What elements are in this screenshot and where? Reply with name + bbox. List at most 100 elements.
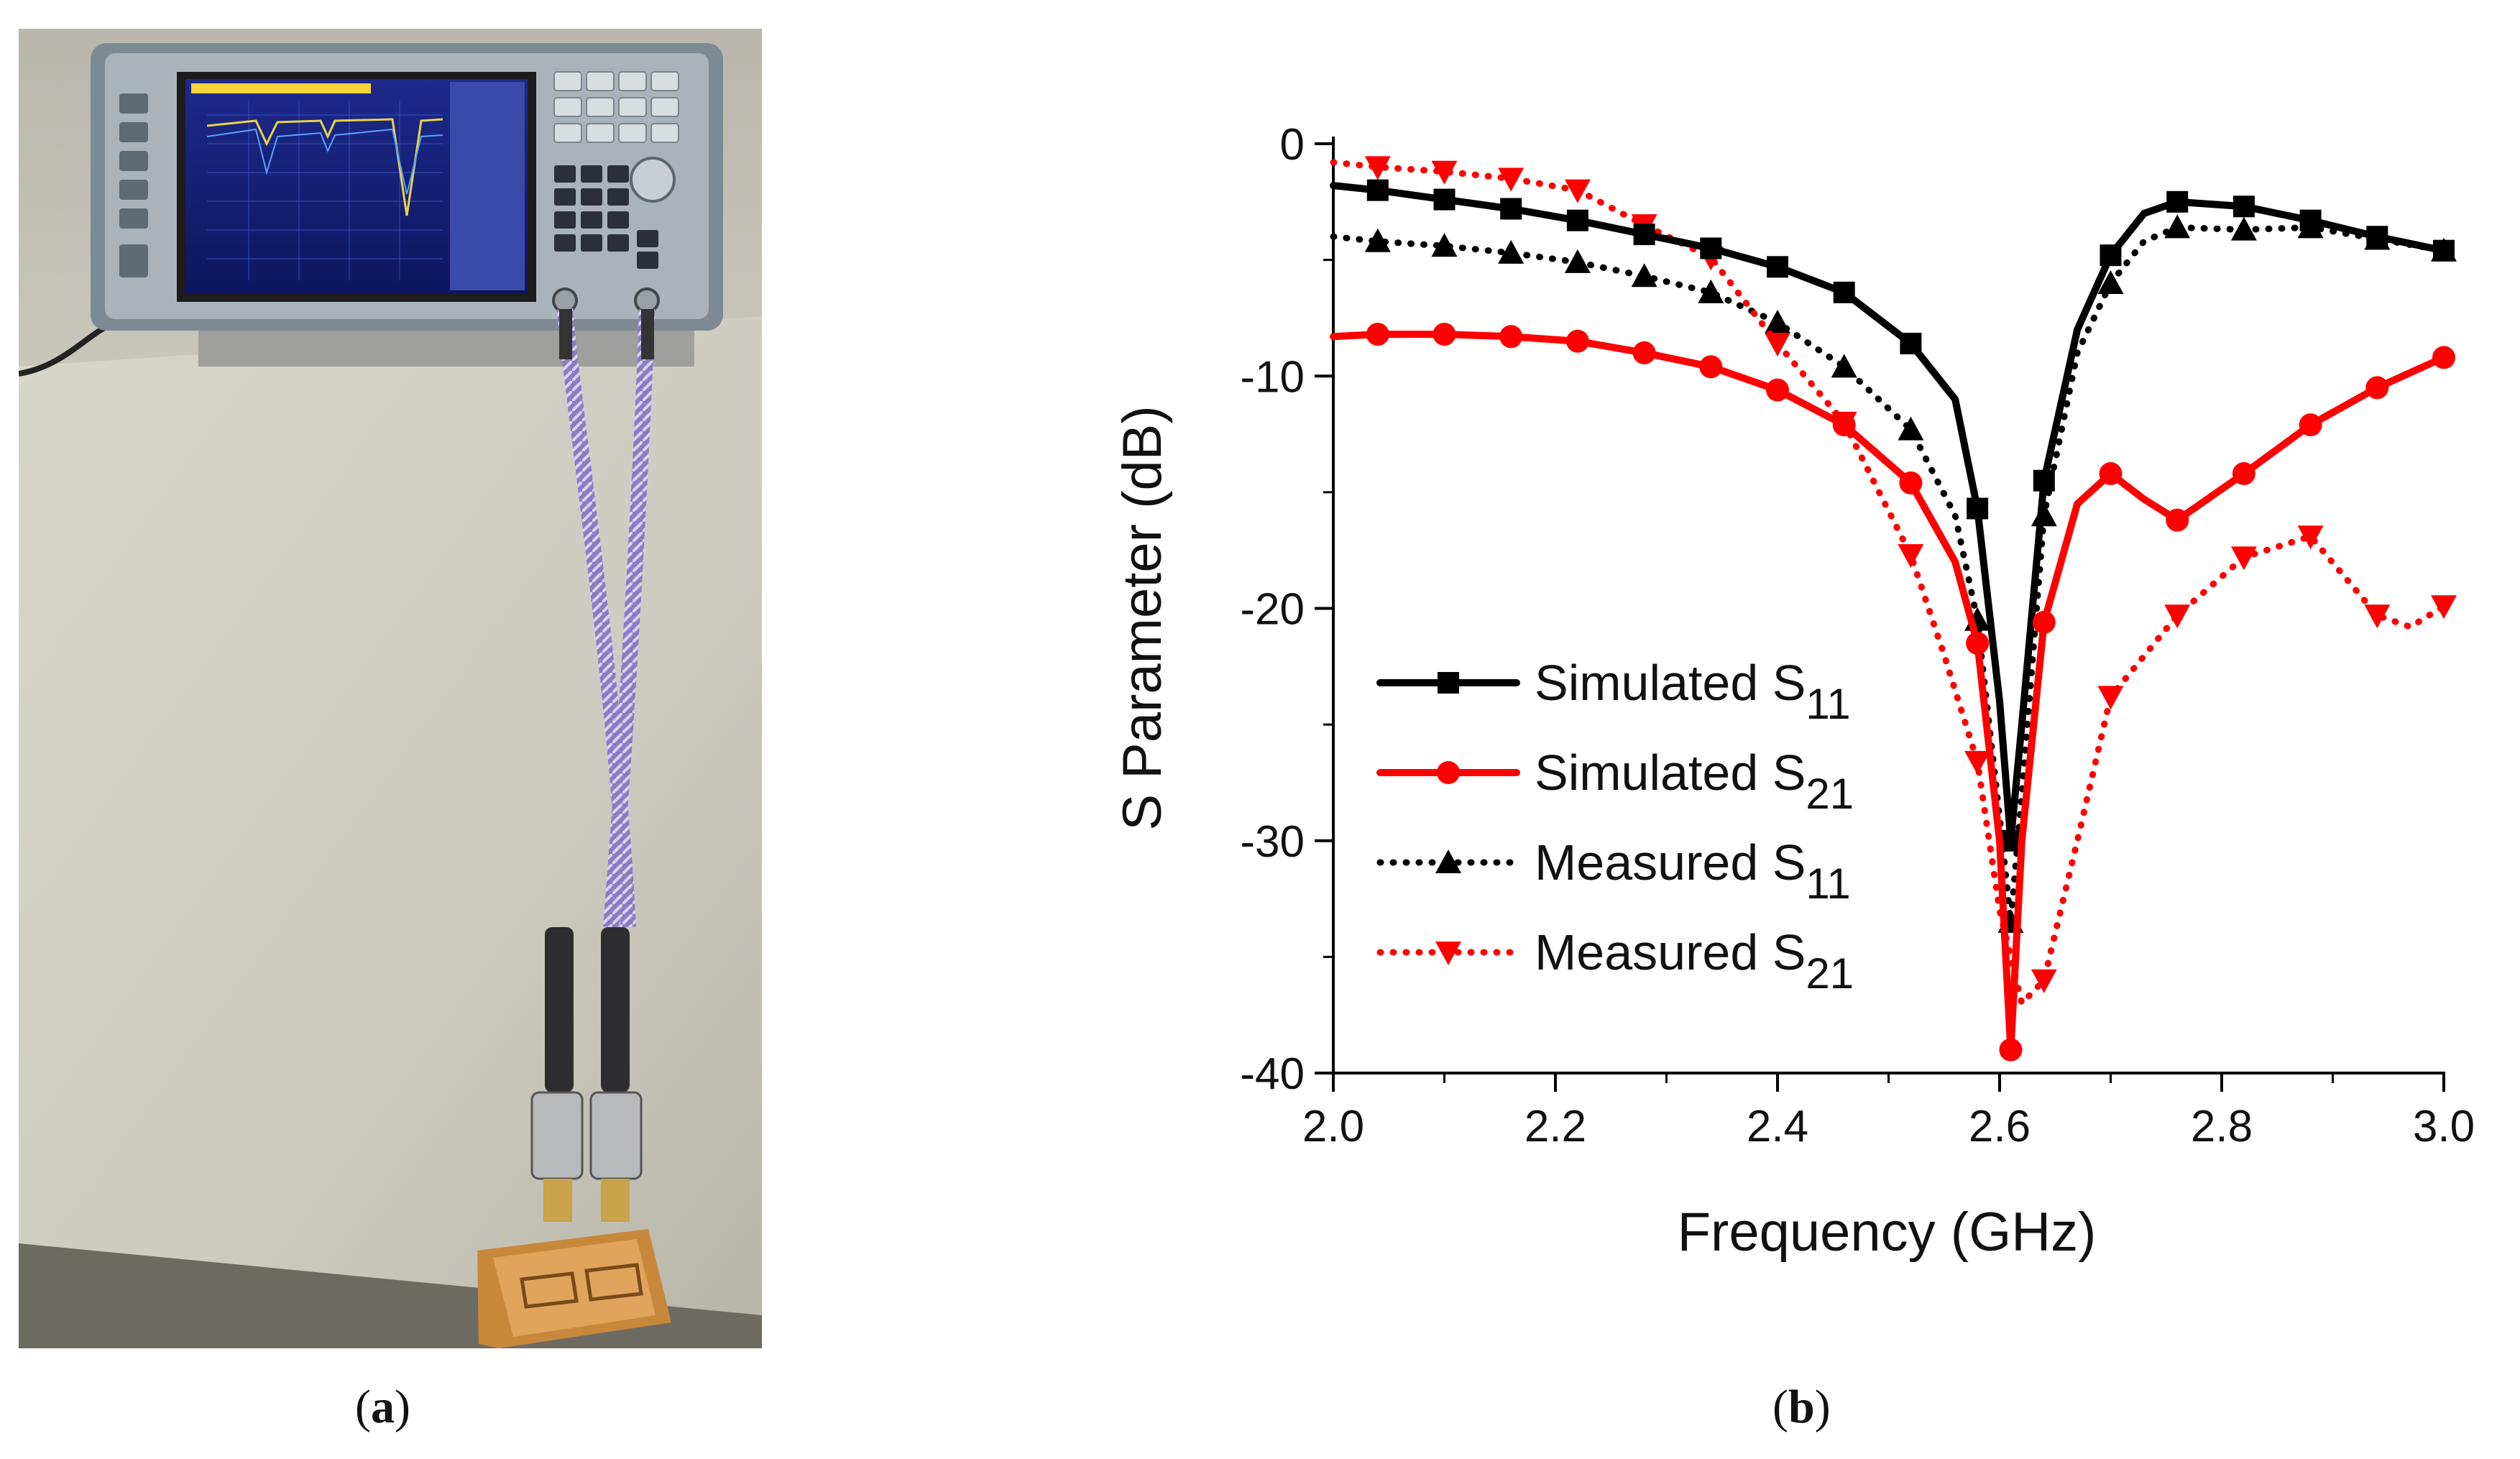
simulated-s11-marker <box>2232 195 2255 218</box>
legend-marker-measured-s11 <box>1435 850 1461 873</box>
x-axis-title: Frequency (GHz) <box>1678 1202 2097 1263</box>
simulated-s21-marker <box>1499 325 1523 349</box>
legend-label-simulated-s11: Simulated S11 <box>1535 655 1851 728</box>
measured-s11-line <box>1330 224 2447 926</box>
simulated-s21-marker <box>2232 462 2255 486</box>
simulated-s11-marker <box>2299 209 2322 231</box>
simulated-s21-marker <box>1766 378 1789 402</box>
legend-label-measured-s11: Measured S11 <box>1535 834 1851 908</box>
measured-s11-marker <box>1631 263 1657 287</box>
simulated-s21-marker <box>2166 508 2189 532</box>
y-tick-label: 0 <box>1280 120 1305 170</box>
measured-s21-marker <box>2097 686 2124 710</box>
simulated-s11-marker <box>2433 239 2455 262</box>
simulated-s21-marker <box>1832 413 1856 437</box>
simulated-s11-marker <box>2166 190 2189 213</box>
legend-label-main: Measured S <box>1535 834 1806 890</box>
measurement-setup-photo <box>19 29 762 1348</box>
legend-label-main: Simulated S <box>1535 745 1806 801</box>
simulated-s11-marker <box>1433 188 1456 211</box>
measured-s11-marker <box>1564 249 1591 273</box>
measured-s11-marker <box>1364 228 1391 252</box>
measured-s21-marker <box>1498 167 1525 192</box>
y-tick-label: -20 <box>1240 585 1305 635</box>
simulated-s11-marker <box>1500 198 1522 220</box>
legend-label-measured-s21: Measured S21 <box>1535 924 1854 998</box>
measured-s21-marker <box>1564 179 1591 203</box>
legend-marker-measured-s21 <box>1435 942 1461 965</box>
measured-s21-marker <box>2031 969 2057 993</box>
simulated-s11-marker <box>1700 237 1722 259</box>
simulated-s11-line <box>1330 182 2447 844</box>
measured-s21-line <box>1330 159 2447 1007</box>
plot-series <box>1330 156 2457 1062</box>
measured-s21-marker <box>2431 595 2457 620</box>
simulated-s21-marker <box>2099 462 2123 486</box>
legend-label-subscript: 11 <box>1806 860 1850 908</box>
measured-s11-marker <box>1431 233 1458 257</box>
simulated-s21-marker <box>1433 323 1456 346</box>
simulated-s21-marker <box>1899 471 1923 494</box>
x-tick-label: 2.8 <box>2191 1102 2253 1151</box>
legend-entry-measured-s11: Measured S11 <box>1376 834 1851 908</box>
legend-label-subscript: 21 <box>1806 770 1854 818</box>
measured-s11-marker <box>1831 354 1857 378</box>
measured-s11-marker <box>2097 270 2124 294</box>
simulated-s11-marker <box>1967 497 1989 520</box>
measured-s11-marker <box>2164 214 2191 239</box>
simulated-s11-marker <box>1633 224 1655 246</box>
measured-s21-series <box>1330 156 2457 1007</box>
simulated-s11-marker <box>2366 226 2388 248</box>
x-tick-label: 3.0 <box>2413 1102 2475 1151</box>
simulated-s21-marker <box>1632 341 1656 364</box>
caption-a: (a) <box>355 1381 410 1433</box>
simulated-s11-marker <box>1366 179 1389 201</box>
measured-s21-marker <box>1431 160 1458 185</box>
measured-s21-marker <box>2364 604 2391 629</box>
measured-s11-marker <box>1698 279 1724 303</box>
caption-b: (b) <box>1772 1381 1831 1433</box>
legend-label-simulated-s21: Simulated S21 <box>1535 745 1854 818</box>
simulated-s21-marker <box>1565 329 1589 353</box>
x-tick-label: 2.2 <box>1525 1102 1586 1151</box>
simulated-s11-marker <box>1833 281 1855 303</box>
legend-entry-simulated-s11: Simulated S11 <box>1376 655 1851 728</box>
measured-s21-marker <box>1364 156 1391 180</box>
x-tick-label: 2.4 <box>1747 1102 1808 1151</box>
simulated-s11-series <box>1330 179 2455 852</box>
legend-entry-measured-s21: Measured S21 <box>1376 924 1854 998</box>
y-axis-title: S Parameter (dB) <box>1112 405 1173 830</box>
legend-label-main: Measured S <box>1535 924 1806 980</box>
measured-s21-marker <box>1964 750 1991 775</box>
measured-s21-marker <box>2164 604 2191 629</box>
simulated-s21-marker <box>1366 323 1389 346</box>
legend-label-subscript: 21 <box>1806 949 1854 998</box>
simulated-s21-marker <box>1966 631 1990 655</box>
legend-marker-simulated-s11 <box>1438 672 1459 694</box>
simulated-s21-marker <box>1999 1038 2023 1062</box>
x-tick-label: 2.6 <box>1969 1102 2031 1151</box>
measured-s11-marker <box>1765 309 1790 333</box>
measured-s21-marker <box>2230 546 2257 571</box>
simulated-s21-marker <box>2032 610 2056 634</box>
measured-s11-marker <box>1498 239 1525 264</box>
legend-entry-simulated-s21: Simulated S21 <box>1376 745 1854 818</box>
y-tick-label: -10 <box>1240 352 1305 402</box>
simulated-s21-marker <box>2365 376 2389 400</box>
simulated-s21-marker <box>2299 413 2322 437</box>
legend-label-subscript: 11 <box>1806 680 1850 728</box>
measured-s21-marker <box>1898 544 1924 569</box>
simulated-s11-marker <box>2100 244 2122 267</box>
simulated-s21-series <box>1330 323 2455 1062</box>
simulated-s11-marker <box>1900 332 1922 354</box>
legend-label-main: Simulated S <box>1535 655 1806 711</box>
simulated-s11-marker <box>2033 469 2055 492</box>
x-tick-label: 2.0 <box>1302 1102 1364 1151</box>
measured-s11-series <box>1330 214 2457 933</box>
simulated-s21-marker <box>1699 355 1723 379</box>
simulated-s11-marker <box>1566 209 1588 231</box>
